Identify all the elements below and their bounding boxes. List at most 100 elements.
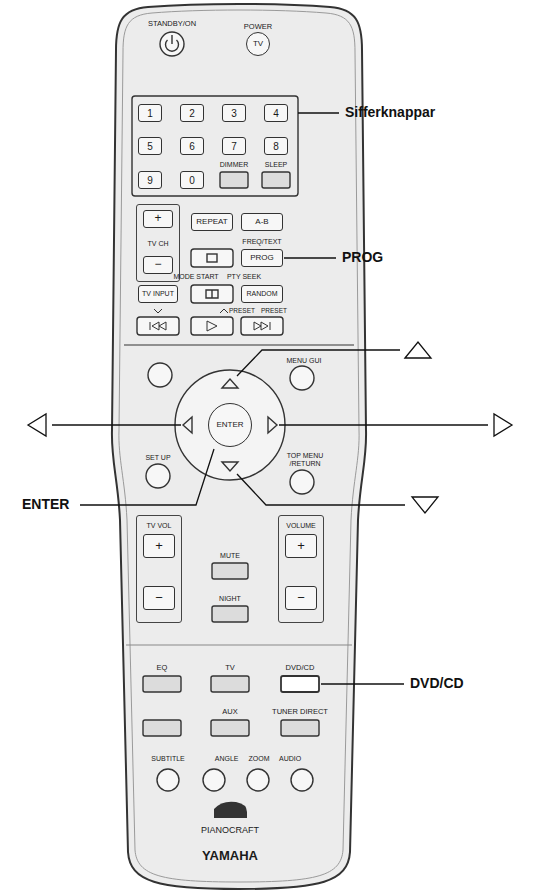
skip-forward-symbol: [254, 322, 270, 330]
button-text: −: [154, 258, 161, 271]
button-label: MODE START: [173, 273, 218, 281]
button-label: NIGHT: [219, 595, 241, 603]
dimmer-button: [220, 172, 248, 188]
brand-logo-text: YAMAHA: [202, 849, 258, 863]
button-label: SET UP: [145, 454, 170, 462]
piano-logo: [214, 802, 247, 818]
remote-button: 1: [138, 104, 162, 122]
left-callout-symbol: [28, 414, 46, 436]
remote-button: −: [143, 586, 175, 610]
up-callout-symbol: [405, 342, 431, 358]
right-callout-symbol: [494, 414, 512, 436]
button-label: FREQ/TEXT: [242, 238, 281, 246]
tv-input-button: [211, 676, 249, 692]
play-button: [191, 317, 233, 335]
number-keys-frame: [132, 96, 298, 196]
leader-line: [284, 257, 336, 258]
remote-button: TV: [246, 32, 270, 56]
standby-button: [160, 32, 184, 56]
button-text: A-B: [255, 218, 268, 227]
button-label: STANDBY/ON: [148, 20, 196, 28]
zoom-button: [247, 769, 269, 791]
pause-button: [191, 285, 233, 303]
cursor-ring: [175, 370, 285, 480]
button-text: 0: [189, 175, 195, 186]
button-text: 6: [189, 141, 195, 152]
button-text: 4: [273, 108, 279, 119]
skip-back-symbol: [150, 322, 166, 330]
button-text: RANDOM: [246, 290, 277, 298]
remote-button: 3: [222, 104, 246, 122]
leader-line: [237, 350, 400, 376]
setup-button: [146, 464, 170, 488]
right-arrow: [268, 417, 277, 433]
remote-button: 8: [264, 137, 288, 155]
separator: [126, 645, 352, 646]
leader-line: [237, 474, 405, 505]
remote-button: A-B: [241, 213, 283, 231]
aux-button: [211, 720, 249, 736]
group-heading: TV CH: [148, 240, 169, 248]
source-button: [143, 720, 181, 736]
button-label: PRESET: [261, 307, 287, 314]
night-button: [212, 606, 248, 622]
button-label: TUNER DIRECT: [272, 708, 328, 716]
remote-button: +: [143, 210, 173, 228]
button-label: POWER: [244, 23, 272, 31]
remote-button: REPEAT: [191, 213, 233, 231]
button-text: TV INPUT: [142, 290, 174, 298]
callout-label: Sifferknappar: [345, 105, 435, 120]
separator: [124, 345, 354, 346]
callout-label: DVD/CD: [410, 676, 464, 691]
remote-button: +: [285, 534, 317, 558]
button-text: 8: [273, 141, 279, 152]
button-label: SUBTITLE: [151, 755, 184, 763]
button-label: TV: [225, 664, 235, 672]
down-arrow: [222, 462, 238, 471]
pause-symbol: [206, 290, 218, 298]
remote-button: +: [143, 534, 175, 558]
brand-logo-text: PIANOCRAFT: [201, 826, 259, 836]
button-text: 2: [189, 108, 195, 119]
group-heading: VOLUME: [286, 522, 316, 530]
button-label: DVD/CD: [286, 664, 315, 672]
leader-line: [80, 449, 214, 505]
leader-line: [298, 112, 339, 113]
button-text: 5: [147, 141, 153, 152]
button-text: 9: [147, 175, 153, 186]
stop-symbol: [207, 254, 217, 262]
remote-button: 4: [264, 104, 288, 122]
button-text: −: [155, 591, 163, 605]
remote-button: 9: [138, 171, 162, 189]
skip-back-button: [137, 317, 179, 335]
button-label: PRESET: [229, 307, 255, 314]
button-text: PROG: [250, 254, 274, 263]
button-text: +: [155, 539, 163, 553]
left-arrow: [183, 417, 192, 433]
remote-button: 2: [180, 104, 204, 122]
button-label: AUX: [222, 708, 237, 716]
remote-inner-outline: [119, 10, 359, 882]
button-label: MENU GUI: [287, 357, 322, 365]
stop-button: [191, 249, 233, 267]
button-text: ENTER: [216, 421, 243, 430]
button-group: TV CH + −: [136, 204, 180, 282]
button-label: PTY SEEK: [227, 273, 261, 281]
eq-button: [143, 676, 181, 692]
button-text: REPEAT: [196, 218, 227, 227]
button-label: EQ: [157, 664, 168, 672]
button-text: 1: [147, 108, 153, 119]
remote-body-outline: [112, 4, 366, 889]
subtitle-button: [157, 769, 179, 791]
remote-button: 0: [180, 171, 204, 189]
button-text: +: [297, 539, 305, 553]
button-group: VOLUME + −: [278, 515, 324, 623]
button-label: DIMMER: [220, 161, 248, 169]
mute-button: [212, 563, 248, 579]
button-text: −: [297, 591, 305, 605]
button-label: MUTE: [220, 552, 240, 560]
dvd-cd-button: [281, 676, 319, 692]
power-symbol: [166, 35, 179, 51]
group-heading: TV VOL: [147, 522, 172, 530]
